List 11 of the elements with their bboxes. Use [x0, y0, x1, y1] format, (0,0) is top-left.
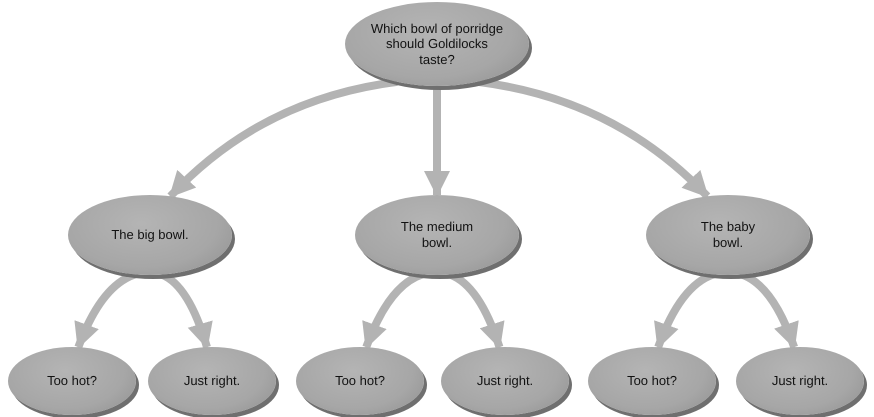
node-text: Too hot?: [627, 373, 677, 389]
node-text: Just right.: [184, 373, 240, 389]
node-text: Just right.: [476, 373, 534, 389]
node-text: Which bowl of porridge should Goldilocks taste?: [370, 20, 504, 68]
node-text: Just right.: [772, 373, 828, 389]
arrow: [168, 78, 398, 200]
node-text: The baby bowl.: [700, 219, 756, 251]
node-text: The medium bowl.: [400, 219, 474, 251]
node-text: Too hot?: [47, 373, 97, 389]
node-text: Too hot?: [335, 373, 385, 389]
node-text: The big bowl.: [111, 227, 189, 243]
